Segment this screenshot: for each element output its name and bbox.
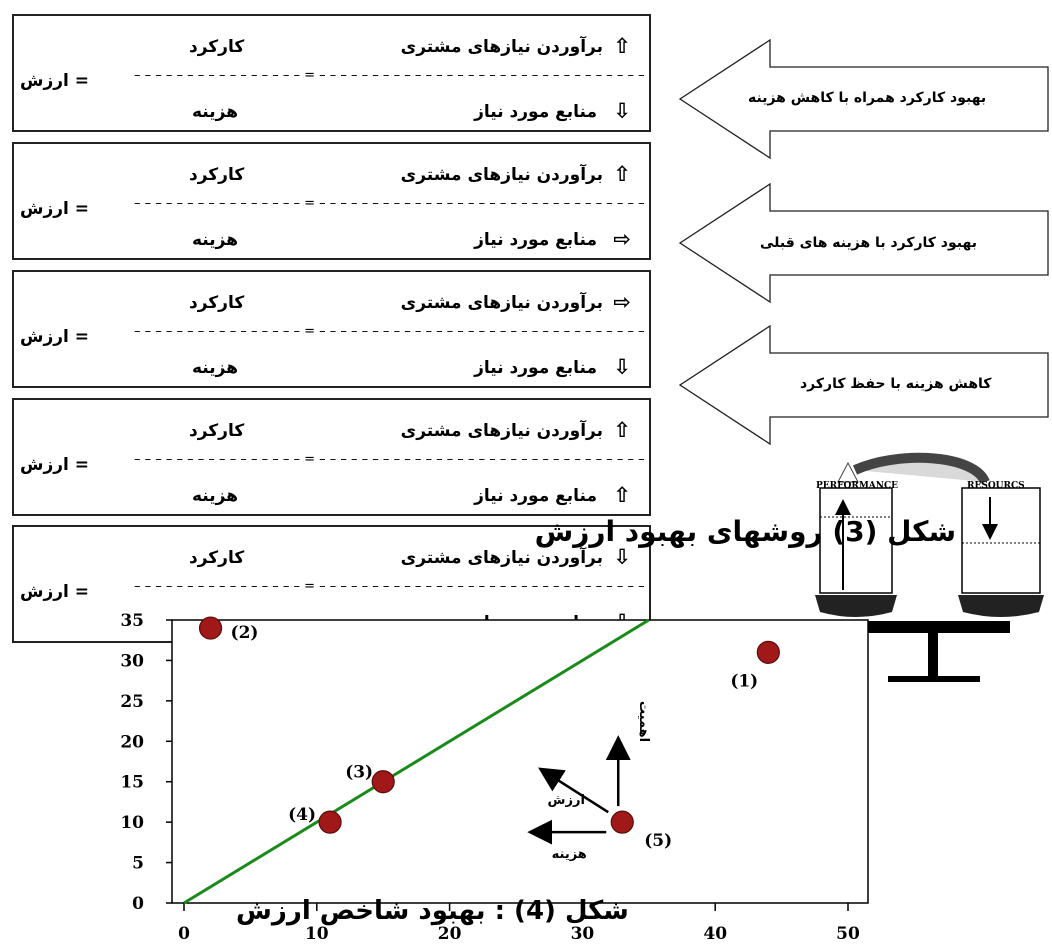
figure3-caption: شکل (3) روشهای بهبود ارزش xyxy=(534,515,956,548)
needs-arrow-icon: ⇧ xyxy=(613,34,631,58)
cost-text: هزینه xyxy=(192,102,238,122)
equation-box-4: برآوردن نیازهای مشتری ⇧ کارکرد – – – – – – … xyxy=(12,398,651,516)
needs-arrow-icon: ⇨ xyxy=(613,290,631,314)
x-tick-label: 0 xyxy=(178,924,190,944)
equation-box-2: برآوردن نیازهای مشتری ⇧ کارکرد – – – – – – … xyxy=(12,142,651,260)
figure4-caption: شکل (4) : بهبود شاخص ارزش xyxy=(236,896,629,926)
y-tick-label: 25 xyxy=(120,692,144,712)
data-point xyxy=(756,640,780,664)
resources-text: منابع مورد نیاز xyxy=(474,230,597,250)
fraction-line: – – – – – – – – – – – – – – – – = – – – … xyxy=(134,324,646,339)
value-text: = ارزش xyxy=(20,455,90,475)
cost-text: هزینه xyxy=(192,358,238,378)
needs-text: برآوردن نیازهای مشتری xyxy=(400,37,603,57)
fraction-line: – – – – – – – – – – – – – – – – = – – – … xyxy=(134,68,646,83)
resources-text: منابع مورد نیاز xyxy=(474,486,597,506)
value-text: = ارزش xyxy=(20,199,90,219)
data-point xyxy=(610,810,634,834)
y-tick-label: 10 xyxy=(120,813,144,833)
equation-box-3: برآوردن نیازهای مشتری ⇨ کارکرد – – – – – – … xyxy=(12,270,651,388)
cost-text: هزینه xyxy=(192,230,238,250)
resources-arrow-icon: ⇩ xyxy=(613,355,631,379)
x-tick-label: 30 xyxy=(571,924,595,944)
fraction-line: – – – – – – – – – – – – – – – – = – – – … xyxy=(134,196,646,211)
x-tick-label: 20 xyxy=(438,924,462,944)
strategy-label-1: بهبود کارکرد همراه با کاهش هزینه xyxy=(748,90,987,106)
value-text: = ارزش xyxy=(20,71,90,91)
strategy-label-2: بهبود کارکرد با هزینه های قبلی xyxy=(760,235,977,251)
y-tick-label: 0 xyxy=(132,894,144,914)
function-text: کارکرد xyxy=(189,421,245,441)
fraction-line: – – – – – – – – – – – – – – – – = – – – … xyxy=(134,579,646,594)
resources-arrow-icon: ⇩ xyxy=(613,99,631,123)
value-text: = ارزش xyxy=(20,327,90,347)
needs-text: برآوردن نیازهای مشتری xyxy=(400,548,603,568)
x-tick-label: 10 xyxy=(305,924,329,944)
resources-arrow-icon: ⇧ xyxy=(613,483,631,507)
fraction-line: – – – – – – – – – – – – – – – – = – – – … xyxy=(134,452,646,467)
function-text: کارکرد xyxy=(189,548,245,568)
importance-label: اهمیت xyxy=(636,701,651,742)
y-tick-label: 20 xyxy=(120,732,144,752)
performance-label: PERFORMANCE xyxy=(816,481,899,491)
data-point xyxy=(198,616,223,640)
cost-label: هزینه xyxy=(552,847,587,862)
needs-arrow-icon: ⇩ xyxy=(613,545,631,569)
strategy-label-3: کاهش هزینه با حفظ کارکرد xyxy=(800,376,992,392)
data-point-label: (5) xyxy=(644,831,672,851)
plot-frame xyxy=(171,619,869,904)
value-text: = ارزش xyxy=(20,582,90,602)
x-tick-label: 50 xyxy=(836,924,860,944)
value-label: ارزش xyxy=(548,793,585,808)
resources-label: RESOURCS xyxy=(967,481,1025,491)
resources-arrow-icon: ⇨ xyxy=(613,227,631,251)
data-point-label: (4) xyxy=(288,805,316,825)
y-tick-label: 5 xyxy=(132,854,144,874)
resources-text: منابع مورد نیاز xyxy=(474,358,597,378)
needs-text: برآوردن نیازهای مشتری xyxy=(400,165,603,185)
data-point-label: (2) xyxy=(231,623,259,643)
y-tick-label: 15 xyxy=(120,773,144,793)
cost-text: هزینه xyxy=(192,486,238,506)
y-tick-label: 35 xyxy=(120,611,144,631)
data-point-label: (1) xyxy=(730,671,758,691)
function-text: کارکرد xyxy=(189,165,245,185)
y-tick-label: 30 xyxy=(120,651,144,671)
needs-text: برآوردن نیازهای مشتری xyxy=(400,293,603,313)
data-point xyxy=(371,770,395,794)
function-text: کارکرد xyxy=(189,37,245,57)
needs-arrow-icon: ⇧ xyxy=(613,162,631,186)
function-text: کارکرد xyxy=(189,293,245,313)
value-arrow xyxy=(538,767,609,814)
data-point-label: (3) xyxy=(345,763,373,783)
trend-line xyxy=(183,618,650,905)
data-point xyxy=(318,810,342,834)
resources-text: منابع مورد نیاز xyxy=(474,102,597,122)
needs-text: برآوردن نیازهای مشتری xyxy=(400,421,603,441)
needs-arrow-icon: ⇧ xyxy=(613,418,631,442)
x-tick-label: 40 xyxy=(703,924,727,944)
equation-box-1: برآوردن نیازهای مشتری ⇧ کارکرد – – – – – – … xyxy=(12,14,651,132)
